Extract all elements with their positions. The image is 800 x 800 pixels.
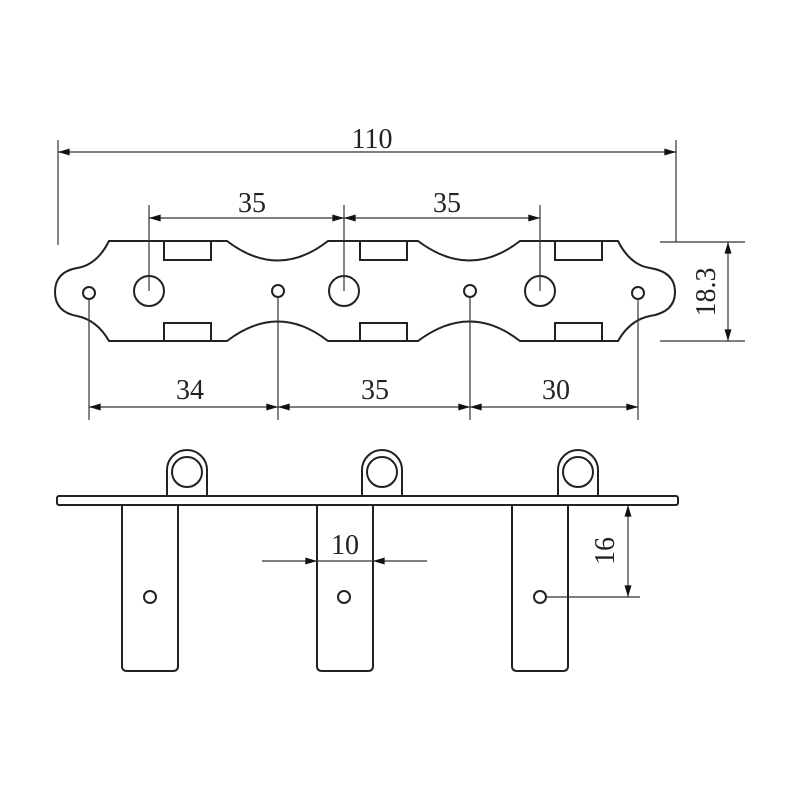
side-view: [56, 449, 679, 672]
dim-screw-spacing-2: 35: [361, 375, 389, 406]
screw-holes: [82, 284, 645, 300]
post-rings: [166, 449, 599, 496]
dim-screw-spacing-1: 34: [176, 375, 204, 406]
top-view-dimensions: [57, 140, 745, 420]
side-plate: [56, 495, 679, 506]
dim-post-spacing-1: 35: [238, 188, 266, 219]
dim-plate-width: 18.3: [691, 268, 722, 317]
side-view-dimensions: [262, 505, 640, 598]
dim-leg-hole-depth: 16: [590, 537, 621, 565]
plate-tabs: [163, 240, 603, 342]
top-view-plate: [53, 240, 677, 342]
dim-leg-width: 10: [331, 530, 359, 561]
dim-screw-spacing-3: 30: [542, 375, 570, 406]
legs: [121, 505, 569, 672]
dim-post-spacing-2: 35: [433, 188, 461, 219]
dim-overall-length: 110: [352, 124, 393, 155]
